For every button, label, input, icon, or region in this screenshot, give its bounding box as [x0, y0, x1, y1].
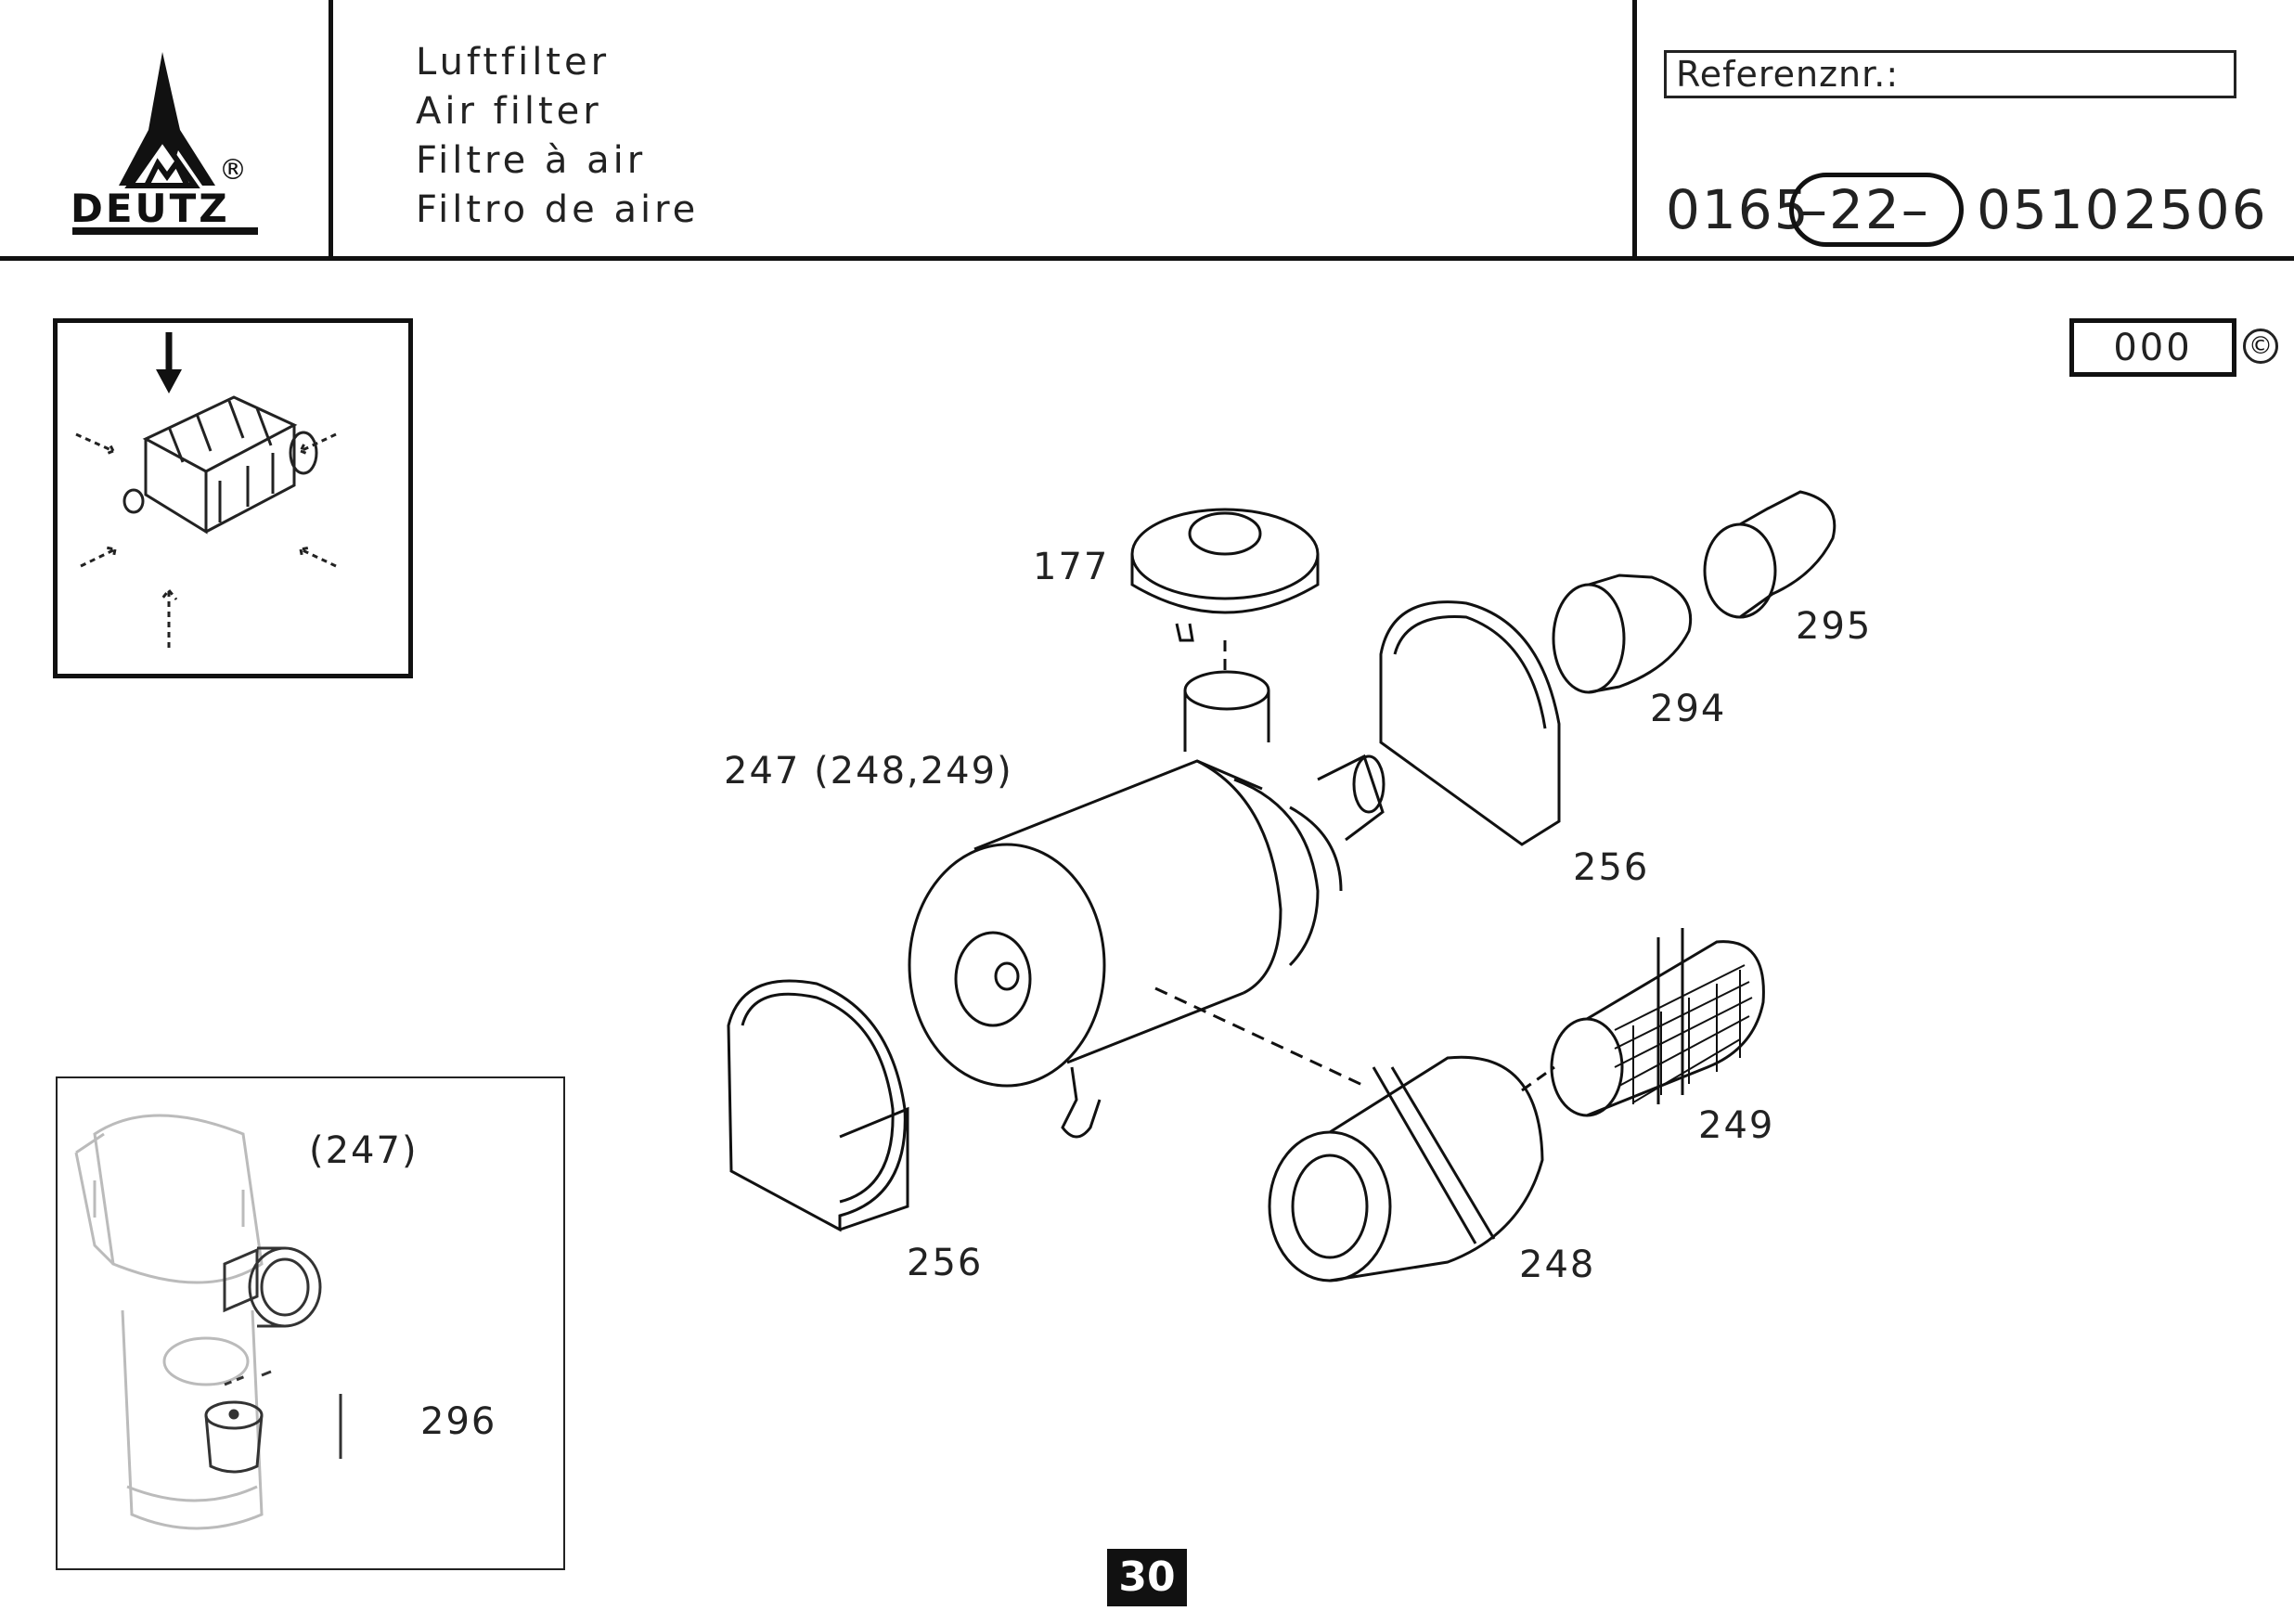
header-divider-right	[1632, 0, 1637, 261]
variant-code-box: 000	[2069, 318, 2236, 377]
deutz-mountain-icon	[72, 52, 258, 235]
callout-177: 177	[1033, 546, 1110, 588]
callout-256-lower: 256	[907, 1242, 984, 1284]
callout-295: 295	[1796, 605, 1873, 648]
reference-label: Referenznr.:	[1676, 54, 1900, 95]
header-divider-left	[329, 0, 333, 261]
title-en: Air filter	[416, 90, 602, 133]
title-es: Filtro de aire	[416, 188, 700, 231]
registered-mark: ®	[219, 154, 247, 187]
refnum-part1: 0165	[1666, 178, 1811, 241]
callout-256-upper: 256	[1573, 846, 1650, 889]
title-fr: Filtre à air	[416, 139, 647, 182]
callout-296: 296	[420, 1400, 497, 1443]
refnum-part4: 2506	[2123, 178, 2268, 241]
airflow-orientation-icon	[75, 332, 337, 648]
deutz-logo: DEUTZ ®	[65, 46, 269, 241]
variant-code: 000	[2113, 327, 2193, 369]
callout-249: 249	[1698, 1104, 1775, 1147]
title-de: Luftfilter	[416, 41, 611, 84]
reference-label-box: Referenznr.:	[1664, 50, 2236, 98]
header-bottom-rule	[0, 256, 2294, 261]
orientation-inset	[53, 318, 413, 678]
callout-294: 294	[1650, 688, 1727, 730]
callout-247: 247 (248,249)	[724, 750, 1013, 793]
copyright-symbol: ©	[2243, 329, 2278, 364]
drain-valve-detail-illustration	[74, 1114, 342, 1530]
callout-247-inset: (247)	[309, 1129, 419, 1172]
refnum-group: –22–	[1800, 178, 1930, 241]
callout-248: 248	[1519, 1244, 1596, 1286]
refnum-part3: 0510	[1977, 178, 2121, 241]
group-oval	[1789, 173, 1964, 247]
detail-inset	[56, 1076, 565, 1570]
page-number: 30	[1107, 1549, 1187, 1606]
logo-brand-text: DEUTZ	[71, 186, 230, 231]
